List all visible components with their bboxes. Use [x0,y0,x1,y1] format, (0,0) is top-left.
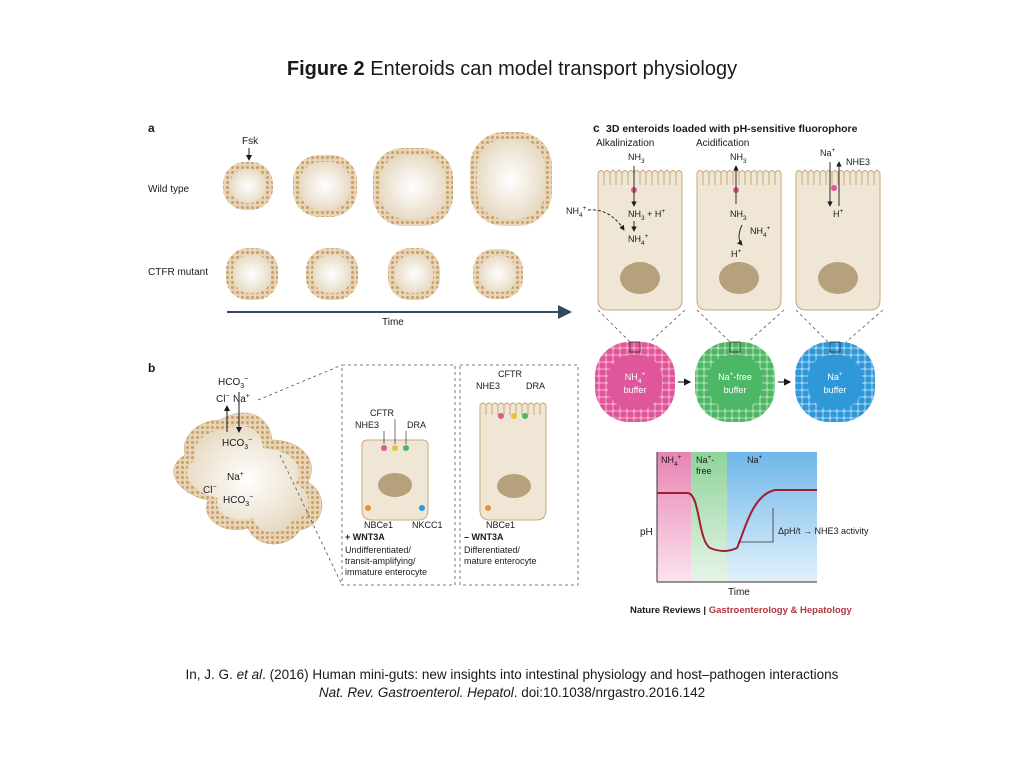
nh4-alk: NH4+ [628,233,649,247]
undifferentiated-box [341,364,456,586]
panel-c-heading: 3D enteroids loaded with pH-sensitive fl… [606,123,858,135]
fsk-label: Fsk [242,136,259,147]
citation-line-2: Nat. Rev. Gastroenterol. Hepatol. doi:10… [318,685,706,700]
nhe3-activity-label: ΔpH/t → NHE3 activity [778,526,869,536]
ph-trace [657,489,817,552]
wild-type-enteroids [223,132,552,226]
hco3-mid: HCO3− [222,437,252,451]
cl-inside: Cl− [203,484,217,496]
figure-caption: Enteroids can model transport physiology [364,58,738,80]
nh3-top-alk: NH3 [628,152,645,165]
na-top: Na+ [233,393,250,405]
citation: In, J. G. et al. (2016) Human mini-guts:… [0,666,1024,702]
ph-axis-label: pH [640,527,653,538]
na-free-buffer-label-2: buffer [724,385,747,395]
acidification-cell [696,170,782,311]
dra-label-diff: DRA [526,381,545,391]
na-inside: Na+ [227,471,244,483]
nkcc1-label: NKCC1 [412,520,443,530]
graph-time-label: Time [728,587,750,598]
na-free-band [691,452,727,582]
nature-reviews-credit: Nature Reviews | Gastroenterology & Hepa… [630,605,852,616]
graph-na-free-label-2: free [696,466,712,476]
nhe3-label-diff: NHE3 [476,381,500,391]
ctfr-mutant-label: CTFR mutant [148,267,208,278]
panel-a-label: a [148,121,155,135]
nh4-outside: NH4+ [566,205,587,219]
panel-c-label: c [593,121,600,135]
citation-line-1: In, J. G. et al. (2016) Human mini-guts:… [185,667,839,682]
cftr-label-diff: CFTR [498,369,522,379]
figure-title: Figure 2 Enteroids can model transport p… [0,58,1024,81]
plus-wnt3a: + WNT3A [345,532,385,542]
cftr-label-undiff: CFTR [370,408,394,418]
figure-number: Figure 2 [286,58,365,80]
alkalinization-cell [597,170,683,311]
graph-na-label: Na+ [747,454,763,465]
h-acid: H+ [731,248,742,259]
panel-b-label: b [148,361,155,375]
time-label: Time [382,317,404,328]
undiff-line-3: immature enterocyte [345,567,427,577]
nh4-band [657,452,691,582]
differentiated-box [459,364,579,586]
na-buffer-enteroid [795,341,875,422]
nbce1-label-undiff: NBCe1 [364,520,393,530]
graph-nh4-label: NH4+ [661,454,682,468]
nh4-acid: NH4+ [750,225,771,239]
nh4-buffer-enteroid [595,341,675,422]
nhe3-label-c: NHE3 [846,157,870,167]
na-band [727,452,817,582]
graph-na-free-label: Na+- [696,454,714,465]
nbce1-label-diff: NBCe1 [486,520,515,530]
hco3-inside: HCO3− [223,494,253,508]
na-buffer-label: Na+ [827,371,843,382]
undiff-line-1: Undifferentiated/ [345,545,411,555]
nhe3-label-undiff: NHE3 [355,420,379,430]
nh3-top-acid: NH3 [730,152,747,165]
diff-line-2: mature enterocyte [464,556,537,566]
na-free-buffer-enteroid [695,341,775,422]
ph-graph [656,452,817,583]
cl-top: Cl− [216,393,230,405]
figure-panels: a Fsk Wild type CTFR mutant Time b HCO3−… [130,110,890,630]
undifferentiated-cell [361,439,429,521]
branched-enteroid [173,412,323,545]
nh4-buffer-label-2: buffer [624,385,647,395]
diff-line-1: Differentiated/ [464,545,520,555]
ctfr-mutant-enteroids [226,248,523,300]
undiff-line-2: transit-amplifying/ [345,556,416,566]
wild-type-label: Wild type [148,184,190,195]
nh4-entry-arrow [587,209,625,231]
h-nhe3: H+ [833,208,844,219]
na-nhe3: Na+ [820,147,836,158]
na-buffer-label-2: buffer [824,385,847,395]
figure-graphic: a Fsk Wild type CTFR mutant Time b HCO3−… [148,121,884,616]
alkalinization-label: Alkalinization [596,138,654,149]
minus-wnt3a: – WNT3A [464,532,504,542]
na-free-buffer-label: Na+-free [718,371,752,382]
differentiated-cell [479,402,547,521]
nh4-buffer-label: NH4+ [625,371,646,385]
nhe3-cell [795,170,881,311]
nh3-mid-acid: NH3 [730,209,747,222]
nh3-h-alk: NH3 + H+ [628,208,665,222]
acidification-label: Acidification [696,138,749,149]
dra-label-undiff: DRA [407,420,426,430]
hco3-top: HCO3− [218,376,248,390]
